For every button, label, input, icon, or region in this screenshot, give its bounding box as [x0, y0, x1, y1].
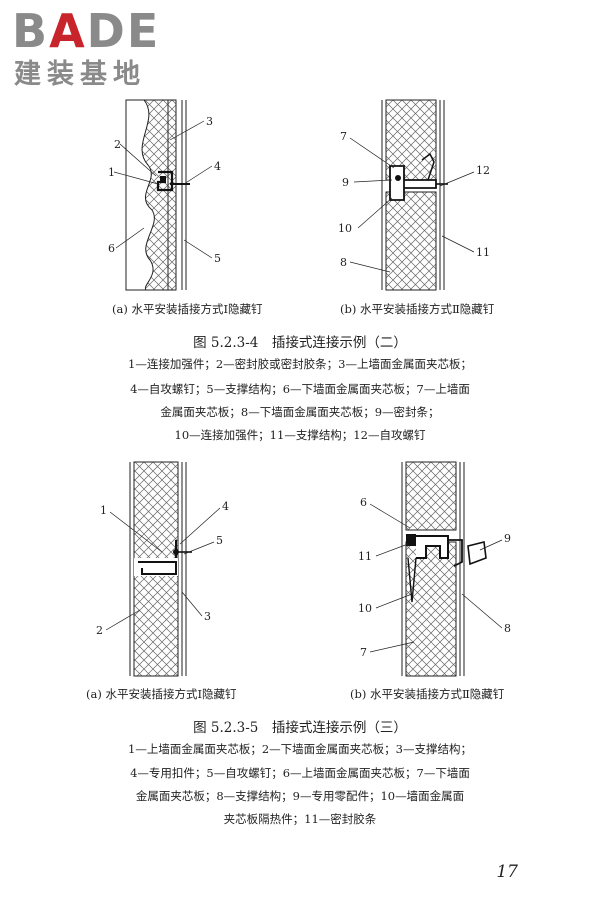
- label-6: 6: [360, 496, 367, 509]
- bade-logo: BADE 建装基地: [12, 6, 182, 96]
- fig2-legend-line: 1—上墙面金属面夹芯板；2—下墙面金属面夹芯板；3—支撑结构；: [128, 742, 472, 756]
- fig2-subcaption-a: (a) 水平安装插接方式Ⅰ隐藏钉: [86, 687, 237, 701]
- fig2-legend-line: 金属面夹芯板；8—支撑结构；9—专用零配件；10—墙面金属面: [135, 789, 465, 803]
- label-12: 12: [476, 164, 490, 177]
- label-2: 2: [96, 624, 103, 637]
- diagram-fig1-a: 2 1 3 4 5 6: [108, 99, 221, 291]
- logo-word: BADE: [12, 4, 161, 58]
- logo-subtitle: 建装基地: [14, 59, 146, 90]
- diagram-fig1-b: 7 9 10 8 12 11: [338, 99, 490, 291]
- label-7: 7: [340, 130, 347, 143]
- fig1-legend-line: 1—连接加强件；2—密封胶或密封胶条；3—上墙面金属面夹芯板；: [128, 357, 472, 371]
- label-1: 1: [100, 504, 107, 517]
- diagram-fig2-b: 6 11 10 7 9 8: [358, 461, 511, 677]
- fig1-legend-line: 10—连接加强件；11—支撑结构；12—自攻螺钉: [174, 428, 426, 442]
- fig2-legend-line: 4—专用扣件；5—自攻螺钉；6—上墙面金属面夹芯板；7—下墙面: [130, 766, 470, 780]
- label-5: 5: [216, 534, 223, 547]
- label-9: 9: [342, 176, 349, 189]
- diagram-fig2-a: 1 4 5 3 2: [96, 461, 229, 677]
- fig1-legend-line: 4—自攻螺钉；5—支撑结构；6—下墙面金属面夹芯板；7—上墙面: [130, 382, 470, 396]
- label-4: 4: [222, 500, 229, 513]
- fig1-subcaption-a: (a) 水平安装插接方式Ⅰ隐藏钉: [112, 302, 263, 316]
- label-5: 5: [214, 252, 221, 265]
- label-8: 8: [504, 622, 511, 635]
- fig1-subcaption-b: (b) 水平安装插接方式Ⅱ隐藏钉: [340, 302, 495, 316]
- label-10: 10: [358, 602, 372, 615]
- label-10: 10: [338, 222, 352, 235]
- label-11: 11: [476, 246, 490, 259]
- label-4: 4: [214, 160, 221, 173]
- label-8: 8: [340, 256, 347, 269]
- page-number: 17: [496, 862, 518, 882]
- label-11: 11: [358, 550, 372, 563]
- label-3: 3: [204, 610, 211, 623]
- fig2-caption: 图 5.2.3-5 插接式连接示例（三）: [193, 720, 407, 736]
- label-7: 7: [360, 646, 367, 659]
- fig2-subcaption-b: (b) 水平安装插接方式Ⅱ隐藏钉: [350, 687, 505, 701]
- fig2-legend-line: 夹芯板隔热件；11—密封胶条: [223, 812, 377, 826]
- label-6: 6: [108, 242, 115, 255]
- fig1-legend-line: 金属面夹芯板；8—下墙面金属面夹芯板；9—密封条；: [160, 405, 440, 419]
- fig1-caption: 图 5.2.3-4 插接式连接示例（二）: [193, 335, 407, 351]
- label-9: 9: [504, 532, 511, 545]
- label-1: 1: [108, 166, 115, 179]
- label-3: 3: [206, 115, 213, 128]
- label-2: 2: [114, 138, 121, 151]
